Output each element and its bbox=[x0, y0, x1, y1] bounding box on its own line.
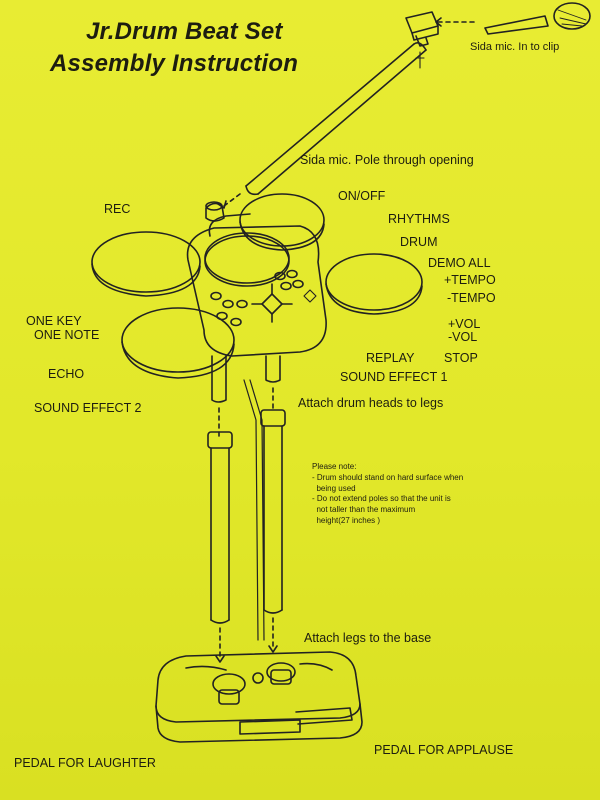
legs-drawing bbox=[207, 379, 286, 663]
note-heading: Please note: bbox=[312, 462, 357, 471]
label-mic-pole: Sida mic. Pole through opening bbox=[300, 153, 474, 167]
label-pedal-laughter: PEDAL FOR LAUGHTER bbox=[14, 756, 156, 770]
label-sound-effect-1: SOUND EFFECT 1 bbox=[340, 370, 448, 384]
title-line-2: Assembly Instruction bbox=[50, 50, 299, 77]
mic-clip-drawing bbox=[405, 11, 439, 47]
label-on-off: ON/OFF bbox=[338, 189, 386, 203]
label-attach-legs: Attach legs to the base bbox=[304, 631, 432, 645]
label-vol-up: +VOL bbox=[448, 317, 481, 331]
label-replay: REPLAY bbox=[366, 351, 415, 365]
label-pedal-applause: PEDAL FOR APPLAUSE bbox=[374, 743, 514, 757]
label-drum: DRUM bbox=[400, 235, 438, 249]
label-stop: STOP bbox=[444, 351, 478, 365]
label-one-note: ONE NOTE bbox=[34, 328, 100, 342]
label-attach-heads: Attach drum heads to legs bbox=[298, 396, 444, 410]
title-line-1: Jr.Drum Beat Set bbox=[86, 18, 283, 45]
label-rhythms: RHYTHMS bbox=[388, 212, 450, 226]
label-echo: ECHO bbox=[48, 367, 85, 381]
note-line-3: - Do not extend poles so that the unit i… bbox=[312, 494, 451, 504]
label-tempo-up: +TEMPO bbox=[444, 273, 496, 287]
label-one-key: ONE KEY bbox=[26, 314, 82, 328]
label-demo-all: DEMO ALL bbox=[428, 256, 491, 270]
note-block: Please note: - Drum should stand on hard… bbox=[312, 462, 463, 527]
label-sound-effect-2: SOUND EFFECT 2 bbox=[34, 401, 142, 415]
drum-unit-drawing bbox=[91, 193, 423, 403]
label-vol-down: -VOL bbox=[448, 330, 478, 344]
microphone-drawing bbox=[435, 2, 591, 35]
label-mic-clip: Sida mic. In to clip bbox=[470, 41, 560, 53]
label-rec: REC bbox=[104, 202, 131, 216]
note-line-4: not taller than the maximum bbox=[312, 505, 416, 515]
base-drawing bbox=[155, 651, 363, 743]
note-line-1: - Drum should stand on hard surface when bbox=[312, 472, 464, 482]
mic-pole-drawing bbox=[217, 42, 427, 209]
note-line-2: being used bbox=[312, 483, 356, 493]
label-tempo-down: -TEMPO bbox=[447, 291, 496, 305]
note-line-5: height(27 inches ) bbox=[312, 515, 381, 525]
